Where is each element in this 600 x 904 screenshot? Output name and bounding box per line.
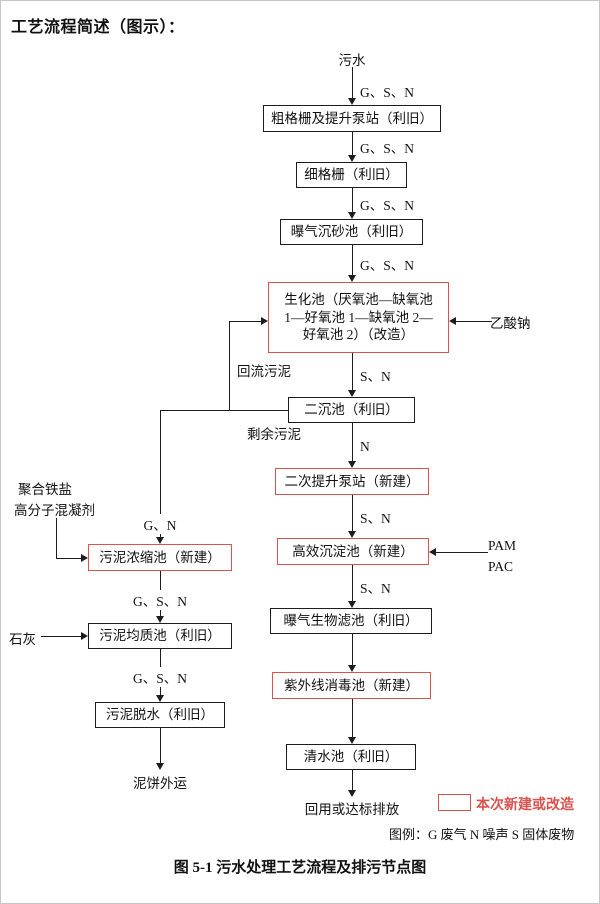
legend-note: 图例：G 废气 N 噪声 S 固体废物 — [389, 827, 575, 842]
arrowhead-left — [429, 548, 436, 556]
input-label-lime: 石灰 — [9, 632, 36, 647]
flow-line — [352, 423, 353, 462]
source-label-wastewater: 污水 — [336, 49, 368, 69]
flow-line — [352, 353, 353, 391]
return-sludge-label: 回流污泥 — [237, 364, 291, 379]
edge-label-10: G、S、N — [130, 590, 190, 610]
arrowhead-right — [261, 317, 268, 325]
node-secondary-clarifier: 二沉池（利旧） — [288, 397, 415, 423]
arrowhead-down — [348, 155, 356, 162]
node-coarse-screen: 粗格栅及提升泵站（利旧） — [263, 105, 441, 132]
flow-line — [352, 245, 353, 276]
arrowhead-left — [449, 317, 456, 325]
arrowhead-down — [348, 461, 356, 468]
flow-line — [352, 634, 353, 666]
bio-tank-line2: 1—好氧池 1—缺氧池 2— — [284, 309, 433, 325]
node-uv-disinfection: 紫外线消毒池（新建） — [272, 672, 431, 699]
edge-label-5: S、N — [360, 369, 391, 384]
arrowhead-down — [156, 616, 164, 623]
node-biological-tank: 生化池（厌氧池—缺氧池 1—好氧池 1—缺氧池 2— 好氧池 2）（改造） — [268, 282, 449, 353]
arrowhead-down — [156, 695, 164, 702]
flow-line — [41, 636, 81, 637]
arrowhead-down — [156, 537, 164, 544]
flow-line — [352, 699, 353, 738]
bio-tank-line1: 生化池（厌氧池—缺氧池 — [284, 292, 433, 308]
arrowhead-down — [156, 763, 164, 770]
flow-line — [352, 565, 353, 602]
arrowhead-down — [348, 601, 356, 608]
flow-line — [229, 321, 230, 410]
flow-line — [352, 132, 353, 156]
input-label-pam: PAM — [488, 538, 517, 553]
flow-line — [160, 410, 161, 537]
edge-label-7: S、N — [360, 511, 391, 526]
flow-line — [56, 558, 81, 559]
arrowhead-down — [348, 275, 356, 282]
arrowhead-right — [81, 632, 88, 640]
figure-caption: 图 5-1 污水处理工艺流程及排污节点图 — [173, 860, 427, 876]
edge-label-4: G、S、N — [360, 258, 415, 273]
input-label-acetate: 乙酸钠 — [490, 316, 531, 331]
node-clear-water-tank: 清水池（利旧） — [286, 744, 416, 770]
input-label-pac: PAC — [488, 559, 514, 574]
input-label-coagulant-1: 聚合铁盐 — [18, 482, 72, 497]
arrowhead-right — [81, 554, 88, 562]
arrowhead-down — [348, 790, 356, 797]
edge-label-2: G、S、N — [360, 141, 415, 156]
arrowhead-down — [348, 737, 356, 744]
arrowhead-down — [348, 212, 356, 219]
arrowhead-down — [348, 390, 356, 397]
flow-line — [456, 321, 492, 322]
flow-line — [352, 67, 353, 99]
edge-label-1: G、S、N — [360, 85, 415, 100]
flow-line — [436, 552, 488, 553]
edge-label-8: S、N — [360, 581, 391, 596]
node-second-lift-station: 二次提升泵站（新建） — [275, 468, 429, 495]
edge-label-6: N — [360, 439, 370, 454]
flow-line — [160, 410, 288, 411]
arrowhead-down — [348, 665, 356, 672]
legend-highlight-label: 本次新建或改造 — [476, 798, 574, 813]
bio-tank-line3: 好氧池 2）（改造） — [302, 327, 415, 343]
output-label-effluent: 回用或达标排放 — [302, 798, 402, 818]
node-grit-chamber: 曝气沉砂池（利旧） — [280, 219, 423, 245]
node-sludge-homogenizer: 污泥均质池（利旧） — [88, 623, 232, 649]
flow-line — [56, 518, 57, 558]
node-fine-screen: 细格栅（利旧） — [296, 162, 407, 188]
node-sludge-thickener: 污泥浓缩池（新建） — [88, 544, 232, 571]
arrowhead-down — [348, 98, 356, 105]
edge-label-11: G、S、N — [130, 667, 190, 687]
flow-line — [229, 321, 261, 322]
flow-line — [160, 728, 161, 764]
input-label-coagulant-2: 高分子混凝剂 — [14, 503, 95, 518]
node-high-eff-sedimentation: 高效沉淀池（新建） — [277, 538, 429, 565]
legend-highlight-swatch — [438, 794, 471, 811]
node-aerated-biofilter: 曝气生物滤池（利旧） — [270, 608, 432, 634]
edge-label-3: G、S、N — [360, 198, 415, 213]
excess-sludge-label: 剩余污泥 — [247, 427, 301, 442]
page-title: 工艺流程简述（图示）： — [11, 19, 185, 36]
output-label-sludge-cake: 泥饼外运 — [131, 772, 189, 792]
flow-line — [352, 770, 353, 791]
flow-line — [352, 495, 353, 532]
node-sludge-dewatering: 污泥脱水（利旧） — [95, 702, 225, 728]
edge-label-9: G、N — [141, 514, 179, 534]
flow-line — [352, 188, 353, 213]
arrowhead-down — [348, 531, 356, 538]
